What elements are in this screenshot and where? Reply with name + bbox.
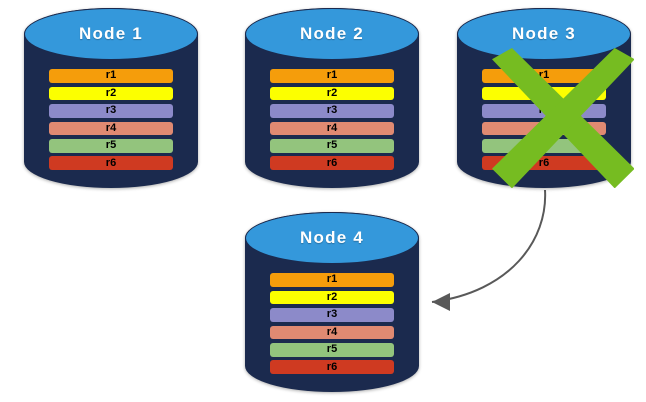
node-2-rows: r1 r2 r3 r4 r5 r6: [270, 69, 394, 170]
node-4-rows: r1 r2 r3 r4 r5 r6: [270, 273, 394, 374]
node-4-title: Node 4: [300, 228, 364, 248]
replication-arrow-head: [432, 293, 450, 311]
node-3[interactable]: Node 3 r1 r2 r3 r4 r5 r6: [457, 8, 635, 188]
node-1-row-r5[interactable]: r5: [49, 139, 173, 153]
node-3-row-r5[interactable]: r5: [482, 139, 606, 153]
node-4-row-r4[interactable]: r4: [270, 325, 394, 340]
node-4-row-r5[interactable]: r5: [270, 343, 394, 357]
node-2[interactable]: Node 2 r1 r2 r3 r4 r5 r6: [245, 8, 419, 188]
node-4[interactable]: Node 4 r1 r2 r3 r4 r5 r6: [245, 212, 419, 392]
node-1-row-r1[interactable]: r1: [49, 69, 173, 83]
node-3-row-r6[interactable]: r6: [482, 156, 606, 170]
node-1-row-r2[interactable]: r2: [49, 86, 173, 101]
node-1[interactable]: Node 1 r1 r2 r3 r4 r5 r6: [24, 8, 198, 188]
node-1-row-r4[interactable]: r4: [49, 121, 173, 136]
node-2-cylinder-top: [245, 8, 419, 61]
node-4-cylinder-top: [245, 212, 419, 265]
node-2-row-r4[interactable]: r4: [270, 121, 394, 136]
node-3-row-r3[interactable]: r3: [482, 104, 606, 118]
node-4-row-r2[interactable]: r2: [270, 290, 394, 305]
node-1-title: Node 1: [79, 24, 143, 44]
node-3-row-r4[interactable]: r4: [482, 121, 606, 136]
node-3-title: Node 3: [512, 24, 576, 44]
node-1-row-r6[interactable]: r6: [49, 156, 173, 170]
node-1-cylinder-top: [24, 8, 198, 61]
node-3-row-r2[interactable]: r2: [482, 86, 606, 101]
node-2-row-r1[interactable]: r1: [270, 69, 394, 83]
node-2-row-r2[interactable]: r2: [270, 86, 394, 101]
node-2-title: Node 2: [300, 24, 364, 44]
node-4-row-r1[interactable]: r1: [270, 273, 394, 287]
node-2-row-r3[interactable]: r3: [270, 104, 394, 118]
node-3-row-r1[interactable]: r1: [482, 69, 606, 83]
node-4-row-r3[interactable]: r3: [270, 308, 394, 322]
node-4-row-r6[interactable]: r6: [270, 360, 394, 374]
node-2-row-r5[interactable]: r5: [270, 139, 394, 153]
node-1-rows: r1 r2 r3 r4 r5 r6: [49, 69, 173, 170]
replication-arrow-path: [431, 189, 547, 303]
node-2-row-r6[interactable]: r6: [270, 156, 394, 170]
node-3-rows: r1 r2 r3 r4 r5 r6: [482, 69, 606, 170]
node-1-row-r3[interactable]: r3: [49, 104, 173, 118]
